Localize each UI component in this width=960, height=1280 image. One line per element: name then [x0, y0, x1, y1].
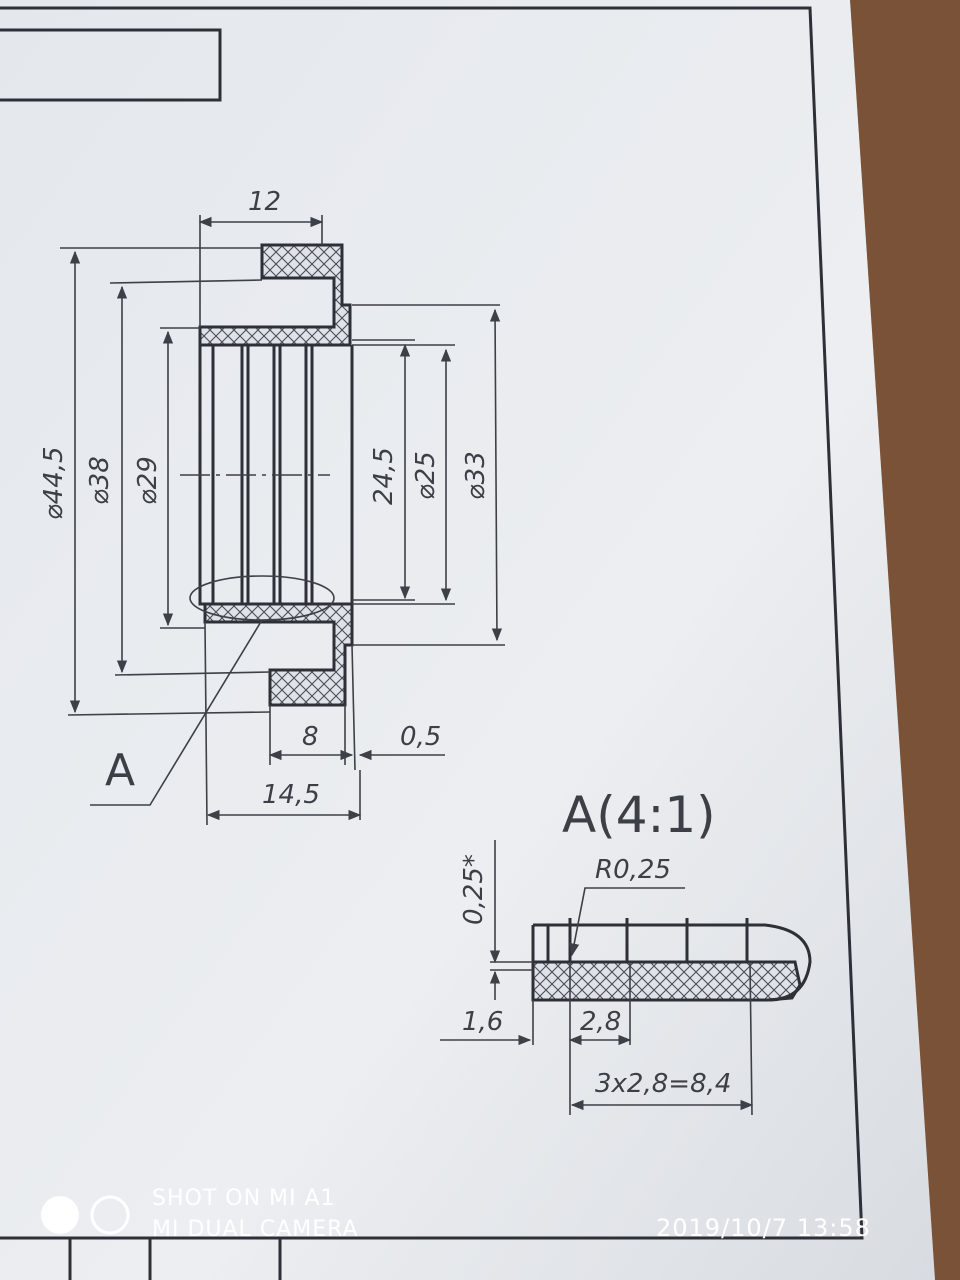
dim-diameter-25: ⌀25 — [411, 451, 441, 500]
dim-length-14-5: 14,5 — [262, 780, 320, 810]
dim-diameter-24-5: 24,5 — [369, 447, 399, 505]
drawing-frame — [0, 6, 864, 1280]
dim-depth: 0,25* — [459, 854, 489, 925]
dim-radius: R0,25 — [595, 855, 671, 885]
dual-camera-icon — [41, 1196, 79, 1234]
detail-view — [440, 840, 812, 1116]
dim-diameter-38: ⌀38 — [85, 456, 115, 505]
dim-offset: 1,6 — [462, 1007, 503, 1037]
main-dimension-lines — [60, 215, 505, 826]
dim-pitch: 2,8 — [580, 1007, 621, 1037]
paper-sheet — [0, 0, 935, 1280]
watermark-datetime: 2019/10/7 13:58 — [656, 1214, 871, 1242]
detail-title: A(4:1) — [562, 786, 716, 844]
camera-watermark: SHOT ON MI A1 MI DUAL CAMERA 2019/10/7 1… — [41, 1186, 871, 1242]
callout-label-a: A — [105, 745, 135, 796]
dim-length-8: 8 — [302, 722, 319, 752]
dim-diameter-33: ⌀33 — [461, 451, 491, 500]
watermark-line1: SHOT ON MI A1 — [152, 1186, 336, 1211]
watermark-line2: MI DUAL CAMERA — [152, 1217, 359, 1242]
dim-width-12: 12 — [248, 187, 281, 217]
dim-diameter-29: ⌀29 — [133, 456, 163, 505]
dim-diameter-44-5: ⌀44,5 — [39, 446, 69, 520]
dim-length-0-5: 0,5 — [400, 722, 441, 752]
dim-series: 3x2,8=8,4 — [595, 1069, 731, 1099]
